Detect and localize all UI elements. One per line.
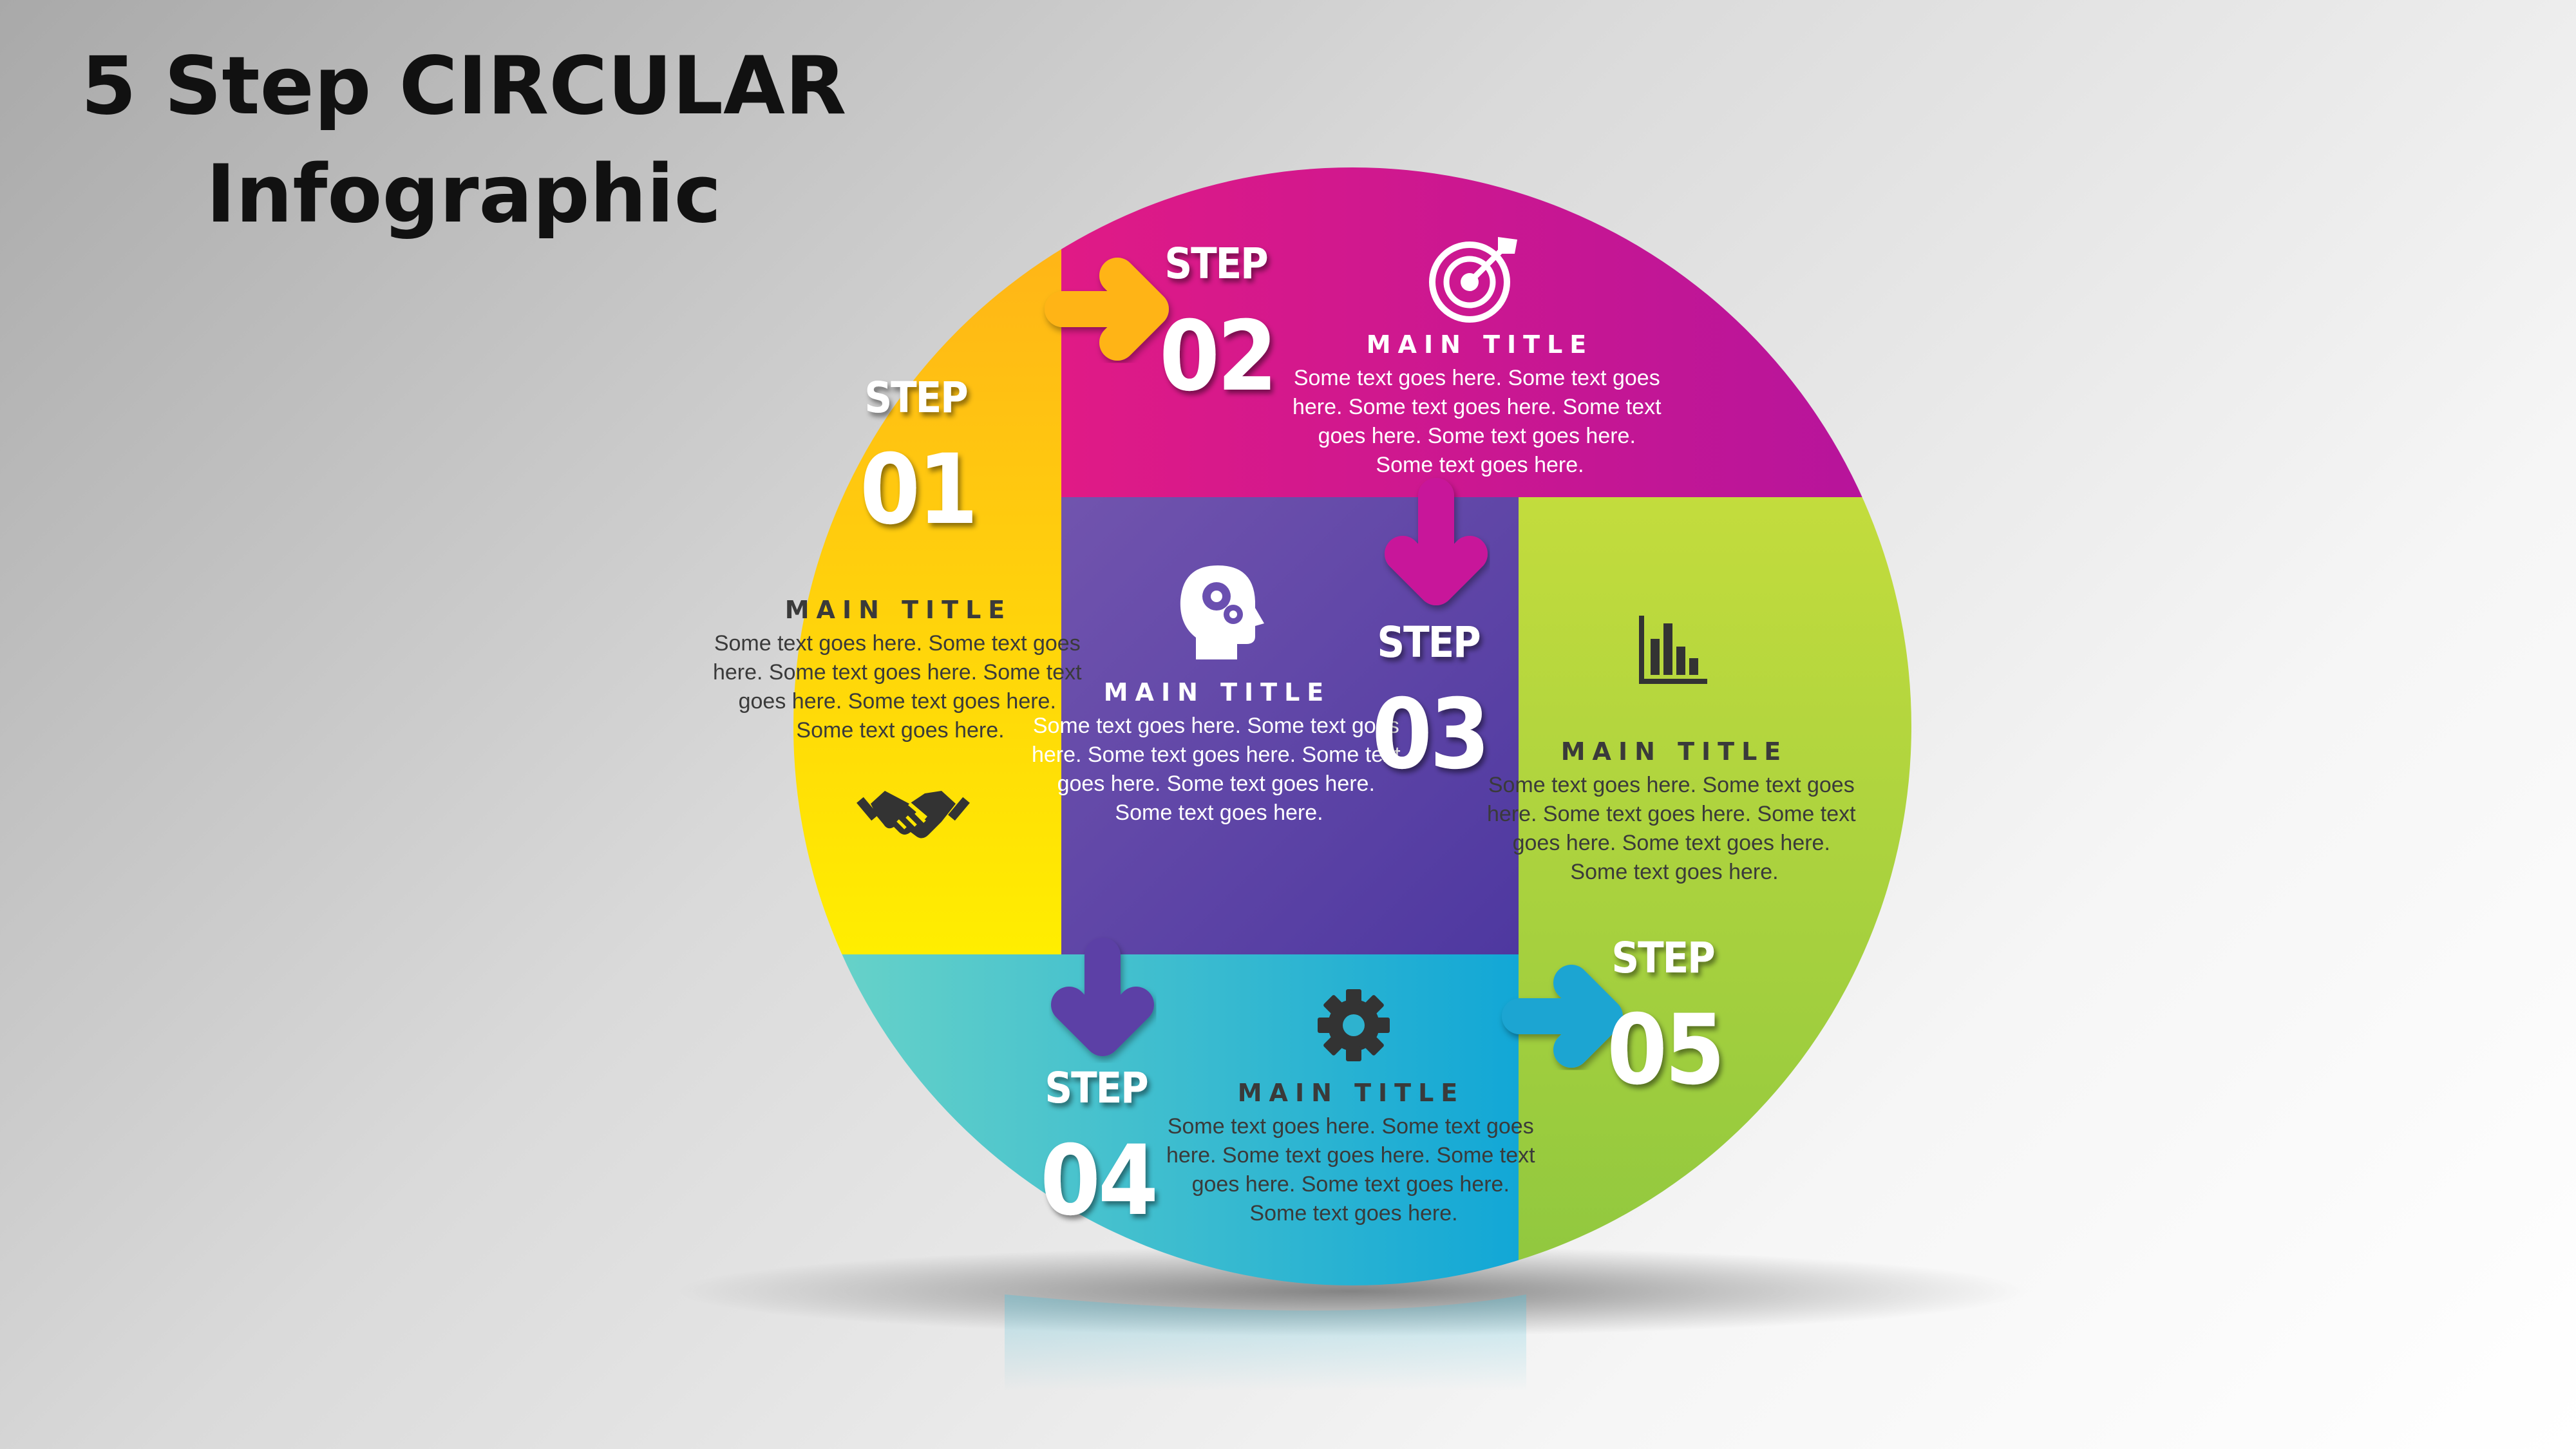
bar-chart-icon bbox=[1639, 616, 1707, 684]
step-02: STEP 02 MAIN TITLE Some text goes here. … bbox=[1159, 237, 1667, 477]
arrow-step-02-to-03 bbox=[1385, 478, 1488, 605]
step-04-text-line: Some text goes here. Some text goes bbox=[1168, 1114, 1534, 1139]
step-02-number: 02 bbox=[1159, 301, 1275, 413]
page-title: 5 Step CIRCULAR Infographic bbox=[58, 32, 869, 249]
step-05-label: STEP bbox=[1611, 933, 1714, 983]
step-04-title: MAIN TITLE bbox=[1238, 1079, 1465, 1107]
step-05-text: Some text goes here. Some text goes here… bbox=[1487, 773, 1862, 884]
handshake-icon bbox=[857, 791, 970, 838]
step-05-text-line: Some text goes here. Some text goes bbox=[1488, 773, 1855, 797]
page-title-line1: 5 Step CIRCULAR bbox=[80, 40, 847, 133]
arrow-step-03-to-04 bbox=[1051, 938, 1154, 1056]
page-title-line2: Infographic bbox=[205, 148, 722, 241]
step-02-text-line: goes here. Some text goes here. bbox=[1318, 424, 1636, 448]
step-03-text-line: goes here. Some text goes here. bbox=[1057, 772, 1375, 796]
segment-step-05 bbox=[1519, 497, 1911, 1285]
arrow-step-01-to-02 bbox=[1045, 258, 1169, 361]
step-01-text-line: goes here. Some text goes here. bbox=[739, 689, 1056, 714]
step-05-text-line: goes here. Some text goes here. bbox=[1513, 831, 1830, 855]
step-02-text-line: here. Some text goes here. Some text bbox=[1293, 395, 1662, 419]
step-01-text-line: Some text goes here. bbox=[796, 718, 1004, 743]
floor-reflection bbox=[1005, 1294, 1526, 1391]
head-gears-icon bbox=[1180, 565, 1264, 659]
step-01-text-line: Some text goes here. Some text goes bbox=[714, 631, 1081, 656]
step-05: MAIN TITLE Some text goes here. Some tex… bbox=[1487, 616, 1862, 1106]
step-04-text-line: Some text goes here. bbox=[1249, 1201, 1457, 1226]
step-05-title: MAIN TITLE bbox=[1561, 737, 1788, 766]
step-02-text: Some text goes here. Some text goes here… bbox=[1293, 366, 1667, 477]
step-04-text: Some text goes here. Some text goes here… bbox=[1166, 1114, 1541, 1226]
step-01-text-line: here. Some text goes here. Some text bbox=[713, 660, 1082, 685]
step-01-title: MAIN TITLE bbox=[785, 596, 1012, 624]
step-02-text-line: Some text goes here. Some text goes bbox=[1294, 366, 1660, 390]
step-01-label: STEP bbox=[864, 373, 967, 422]
step-02-text-line: Some text goes here. bbox=[1376, 453, 1584, 477]
step-03-label: STEP bbox=[1377, 618, 1480, 667]
step-02-label: STEP bbox=[1164, 239, 1267, 289]
step-04-text-line: goes here. Some text goes here. bbox=[1192, 1172, 1510, 1197]
arrow-step-04-to-05 bbox=[1502, 965, 1623, 1068]
step-05-text-line: here. Some text goes here. Some text bbox=[1487, 802, 1856, 826]
step-01-number: 01 bbox=[860, 434, 976, 546]
step-04-label: STEP bbox=[1045, 1063, 1148, 1113]
step-04-text-line: here. Some text goes here. Some text bbox=[1166, 1143, 1535, 1168]
step-02-title: MAIN TITLE bbox=[1367, 330, 1594, 359]
gear-icon bbox=[1318, 989, 1390, 1061]
step-03-text-line: Some text goes here. bbox=[1115, 800, 1323, 825]
step-05-text-line: Some text goes here. bbox=[1570, 860, 1778, 884]
step-03-text: Some text goes here. Some text goes here… bbox=[1032, 714, 1406, 825]
step-03-title: MAIN TITLE bbox=[1104, 678, 1331, 706]
step-03: MAIN TITLE Some text goes here. Some tex… bbox=[1032, 565, 1490, 825]
target-icon bbox=[1429, 237, 1517, 323]
step-01: STEP 01 MAIN TITLE Some text goes here. … bbox=[713, 373, 1088, 838]
step-04: STEP 04 MAIN TITLE Some text goes here. … bbox=[1040, 989, 1541, 1237]
step-03-text-line: here. Some text goes here. Some text bbox=[1032, 743, 1401, 767]
step-05-number: 05 bbox=[1607, 994, 1723, 1106]
step-03-text-line: Some text goes here. Some text goes bbox=[1033, 714, 1399, 738]
step-04-number: 04 bbox=[1040, 1125, 1156, 1237]
step-01-text: Some text goes here. Some text goes here… bbox=[713, 631, 1088, 743]
step-03-number: 03 bbox=[1372, 679, 1488, 791]
